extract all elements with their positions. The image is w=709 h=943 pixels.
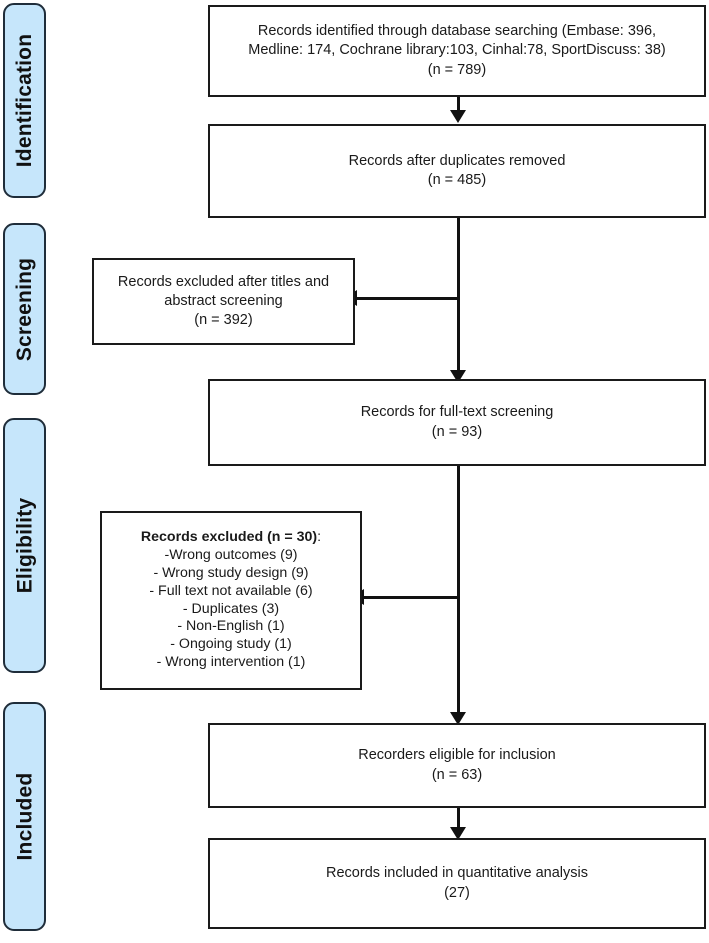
stage-identification-label: Identification [13,33,36,168]
box-excluded-eligibility-heading-suffix: : [317,528,322,545]
box-eligible-for-inclusion: Recorders eligible for inclusion (n = 63… [208,723,706,808]
stage-screening-label: Screening [13,257,36,361]
box-excluded-eligibility-reason: - Wrong intervention (1) [156,654,306,671]
stage-included-label: Included [13,772,37,861]
branch-line-eligibility-excluded [362,596,458,599]
box-after-duplicates-removed-text: Records after duplicates removed (n = 48… [348,152,566,188]
box-excluded-eligibility-reason: - Full text not available (6) [149,582,313,599]
box-records-identified-text: Records identified through database sear… [248,23,666,78]
box-excluded-after-screening: Records excluded after titles and abstra… [92,258,355,345]
branch-line-screening-excluded [355,297,458,300]
connector-identified-to-duplicates [457,97,460,113]
box-excluded-eligibility-reason: - Wrong study design (9) [153,564,309,581]
box-excluded-eligibility-reason: - Duplicates (3) [182,600,280,617]
stage-identification: Identification [3,3,46,198]
connector-duplicates-to-fulltext [457,218,460,374]
stage-eligibility: Eligibility [3,418,46,673]
box-excluded-after-screening-text: Records excluded after titles and abstra… [117,273,330,329]
box-full-text-screening: Records for full-text screening (n = 93) [208,379,706,466]
box-included-quantitative-analysis: Records included in quantitative analysi… [208,838,706,929]
box-full-text-screening-text: Records for full-text screening (n = 93) [360,404,554,440]
box-excluded-eligibility-reason: - Non-English (1) [177,618,285,635]
arrowhead-included [450,827,466,840]
box-included-quantitative-analysis-text: Records included in quantitative analysi… [326,865,588,901]
box-excluded-eligibility-heading: Records excluded (n = 30) [140,528,318,545]
stage-included: Included [3,702,46,931]
box-records-identified: Records identified through database sear… [208,5,706,97]
stage-eligibility-label: Eligibility [13,497,37,594]
arrowhead-duplicates [450,110,466,123]
box-excluded-eligibility-reason: - Ongoing study (1) [170,636,292,653]
connector-fulltext-to-eligible [457,466,460,717]
connector-eligible-to-included [457,808,460,832]
stage-screening: Screening [3,223,46,395]
arrowhead-eligible [450,712,466,725]
box-after-duplicates-removed: Records after duplicates removed (n = 48… [208,124,706,218]
box-eligible-for-inclusion-text: Recorders eligible for inclusion (n = 63… [358,747,556,783]
box-excluded-eligibility: Records excluded (n = 30): -Wrong outcome… [100,511,362,690]
box-excluded-eligibility-text: Records excluded (n = 30): -Wrong outcome… [133,529,329,672]
box-excluded-eligibility-reason: -Wrong outcomes (9) [164,546,298,563]
